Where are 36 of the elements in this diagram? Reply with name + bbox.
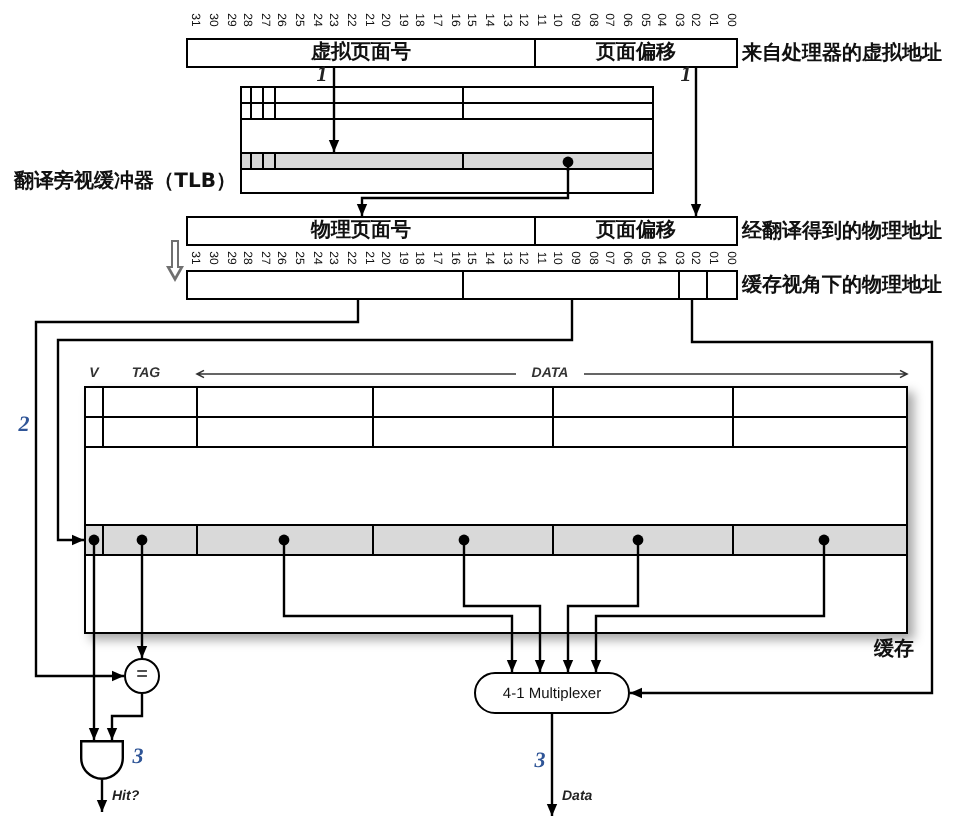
address-label: 经翻译得到的物理地址 [742, 220, 942, 242]
block-arrow [166, 240, 184, 282]
step-number: 3 [534, 751, 546, 773]
field-label: 页面偏移 [596, 221, 676, 241]
arrow [96, 780, 108, 812]
multiplexer [474, 672, 630, 714]
arrow [136, 556, 148, 658]
field-label: 页面偏移 [596, 43, 676, 63]
arrow [562, 556, 640, 672]
comparator [124, 658, 160, 694]
arrow [356, 170, 570, 216]
arrow [56, 300, 574, 546]
arrow [590, 556, 826, 672]
and-gate [80, 740, 124, 780]
arrow [106, 694, 144, 740]
arrow [88, 556, 100, 740]
step-number: 1 [680, 65, 692, 87]
selected-row [84, 524, 908, 556]
arrow [328, 68, 340, 152]
equals-sign: = [136, 666, 148, 686]
arrow [462, 556, 546, 672]
table-label: 缓存 [874, 639, 914, 661]
address-label: 缓存视角下的物理地址 [742, 274, 942, 296]
field-label: 物理页面号 [311, 221, 411, 241]
arrow [690, 68, 702, 216]
step-number: 3 [132, 747, 144, 769]
arrow [34, 300, 360, 682]
arrow [282, 556, 518, 672]
arrow [546, 714, 558, 816]
step-number: 2 [18, 415, 30, 437]
table-label: 翻译旁视缓冲器（TLB） [14, 171, 236, 193]
arrow [630, 300, 934, 699]
address-label: 来自处理器的虚拟地址 [742, 42, 942, 64]
selected-row [240, 152, 654, 170]
step-number: 1 [316, 65, 328, 87]
field-label: 虚拟页面号 [311, 43, 411, 63]
